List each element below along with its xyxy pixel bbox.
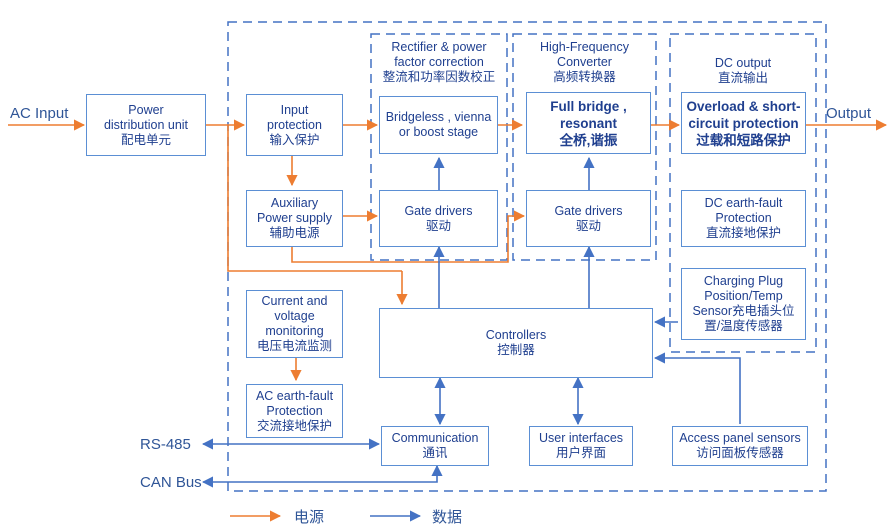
communication-zh: 通讯 xyxy=(422,446,448,460)
overload-line2: circuit protection xyxy=(688,115,799,131)
wire-can-bus xyxy=(201,464,443,488)
full-bridge-block: Full bridge , resonant 全桥,谐振 xyxy=(526,92,651,154)
rectifier-group-label: Rectifier & power factor correction 整流和功… xyxy=(371,40,507,85)
rectifier-group-zh: 整流和功率因数校正 xyxy=(382,70,496,84)
ac-earth-fault-line1: AC earth-fault xyxy=(255,388,334,403)
aux-power-zh: 辅助电源 xyxy=(269,226,320,240)
bridgeless-line2: or boost stage xyxy=(398,125,479,139)
rectifier-group-frame xyxy=(370,33,508,261)
user-interfaces-block: User interfaces 用户界面 xyxy=(529,426,633,466)
full-bridge-line2: resonant xyxy=(559,115,617,131)
access-panel-en: Access panel sensors xyxy=(679,431,801,445)
input-protection-line2: protection xyxy=(267,117,322,132)
wire-aux-to-gate2 xyxy=(291,210,526,263)
access-panel-zh: 访问面板传感器 xyxy=(696,446,784,460)
power-distribution-block: Power distribution unit 配电单元 xyxy=(86,94,206,156)
full-bridge-zh: 全桥,谐振 xyxy=(559,132,618,148)
ac-input-label: AC Input xyxy=(10,105,69,122)
gate-drivers-1-zh: 驱动 xyxy=(425,218,451,233)
gate-drivers-2-en: Gate drivers xyxy=(554,203,623,218)
gate-drivers-1-block: Gate drivers 驱动 xyxy=(379,190,498,247)
current-voltage-line2: voltage xyxy=(274,309,315,323)
current-voltage-zh: 电压电流监测 xyxy=(256,339,332,353)
dc-output-group-en: DC output xyxy=(714,56,772,70)
bridgeless-block: Bridgeless , vienna or boost stage xyxy=(379,96,498,154)
charging-plug-line2: Position/Temp xyxy=(704,289,783,303)
dc-output-group-label: DC output 直流输出 xyxy=(670,56,816,86)
current-voltage-monitoring-block: Current and voltage monitoring 电压电流监测 xyxy=(246,290,343,358)
hf-converter-group-line1: High-Frequency xyxy=(540,40,629,54)
bridgeless-line1: Bridgeless , vienna xyxy=(385,110,492,124)
dc-output-group-frame xyxy=(669,33,817,353)
overload-protection-block: Overload & short- circuit protection 过载和… xyxy=(681,92,806,154)
communication-en: Communication xyxy=(391,431,479,445)
legend-data-label: 数据 xyxy=(432,509,463,526)
communication-block: Communication 通讯 xyxy=(381,426,489,466)
access-panel-sensors-block: Access panel sensors 访问面板传感器 xyxy=(672,426,808,466)
rectifier-group-line2: factor correction xyxy=(394,55,484,69)
controllers-zh: 控制器 xyxy=(497,343,535,357)
user-interfaces-zh: 用户界面 xyxy=(555,446,606,460)
rectifier-group-line1: Rectifier & power xyxy=(391,40,487,54)
dc-earth-fault-line2: Protection xyxy=(715,211,772,225)
ac-earth-fault-line2: Protection xyxy=(266,403,323,418)
current-voltage-line1: Current and xyxy=(261,294,328,308)
charging-plug-line1: Charging Plug xyxy=(703,274,784,288)
full-bridge-line1: Full bridge , xyxy=(550,98,627,114)
aux-power-block: Auxiliary Power supply 辅助电源 xyxy=(246,190,343,247)
wire-pdu-branch xyxy=(227,125,402,272)
controllers-block: Controllers 控制器 xyxy=(379,308,653,378)
hf-converter-group-label: High-Frequency Converter 高频转换器 xyxy=(513,40,656,85)
overload-zh: 过载和短路保护 xyxy=(696,132,791,148)
controllers-en: Controllers xyxy=(485,328,547,342)
gate-drivers-1-en: Gate drivers xyxy=(404,203,473,218)
power-distribution-line1: Power xyxy=(128,102,164,117)
input-protection-line1: Input xyxy=(280,102,309,117)
gate-drivers-2-zh: 驱动 xyxy=(575,218,601,233)
input-protection-zh: 输入保护 xyxy=(269,132,320,147)
output-label: Output xyxy=(826,105,872,122)
charging-plug-line3: Sensor充电插头位 xyxy=(692,304,795,318)
dc-earth-fault-block: DC earth-fault Protection 直流接地保护 xyxy=(681,190,806,247)
dc-output-group-zh: 直流输出 xyxy=(717,71,768,85)
power-distribution-zh: 配电单元 xyxy=(120,132,171,147)
system-boundary xyxy=(227,21,827,492)
gate-drivers-2-block: Gate drivers 驱动 xyxy=(526,190,651,247)
input-protection-block: Input protection 输入保护 xyxy=(246,94,343,156)
aux-power-line1: Auxiliary xyxy=(270,196,319,210)
hf-converter-group-zh: 高频转换器 xyxy=(553,70,616,84)
legend-power-label: 电源 xyxy=(294,509,325,526)
aux-power-line2: Power supply xyxy=(256,211,333,225)
charging-plug-line4: 置/温度传感器 xyxy=(704,319,783,333)
hf-converter-group-frame xyxy=(512,33,657,261)
dc-earth-fault-zh: 直流接地保护 xyxy=(705,226,781,240)
ac-earth-fault-block: AC earth-fault Protection 交流接地保护 xyxy=(246,384,343,438)
dc-earth-fault-line1: DC earth-fault xyxy=(704,196,783,210)
hf-converter-group-line2: Converter xyxy=(557,55,612,69)
charging-plug-sensor-block: Charging Plug Position/Temp Sensor充电插头位 … xyxy=(681,268,806,340)
power-distribution-line2: distribution unit xyxy=(103,117,189,132)
wire-access-panel-to-controllers xyxy=(653,352,741,424)
user-interfaces-en: User interfaces xyxy=(538,431,624,445)
rs485-label: RS-485 xyxy=(140,436,191,453)
current-voltage-line3: monitoring xyxy=(265,324,324,338)
can-bus-label: CAN Bus xyxy=(140,474,202,491)
ac-earth-fault-zh: 交流接地保护 xyxy=(256,418,332,433)
overload-line1: Overload & short- xyxy=(686,98,801,114)
